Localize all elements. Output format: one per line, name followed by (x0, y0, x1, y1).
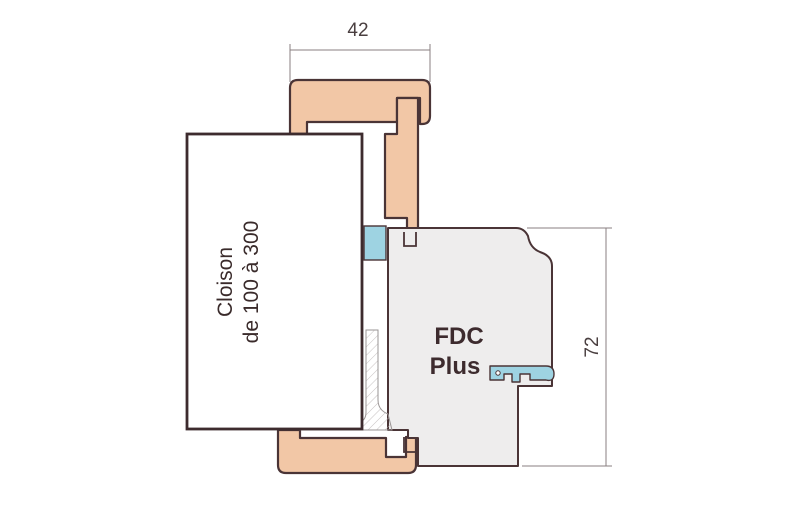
width-dimension-label: 42 (347, 20, 368, 41)
product-label-line1: FDC (434, 323, 483, 350)
door-leaf-panel (387, 227, 553, 467)
bottom-frame-profile (276, 428, 418, 475)
door-notch-bottom (403, 437, 417, 453)
wall-label-line1: Cloison (214, 247, 237, 317)
door-notch-top (403, 232, 417, 247)
wall-section (185, 132, 364, 431)
blue-seal-strip (363, 225, 387, 261)
wall-label: Cloison de 100 à 300 (214, 221, 263, 344)
door-gasket (489, 365, 555, 383)
wall-label-line2: de 100 à 300 (240, 221, 263, 344)
height-dimension-label: 72 (582, 336, 603, 357)
product-label-line2: Plus (430, 353, 481, 380)
width-dimension: 42 (289, 20, 431, 82)
top-frame-profile (288, 78, 432, 136)
height-dimension: 72 (522, 227, 612, 467)
